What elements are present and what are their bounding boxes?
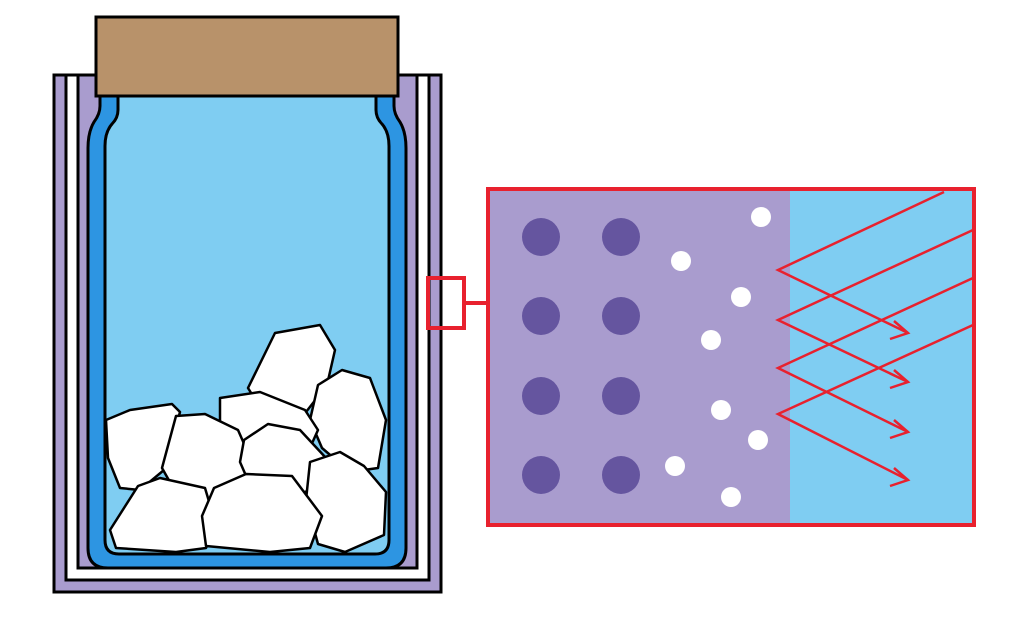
diffusing-particle-icon [731, 287, 751, 307]
lattice-atom-icon [522, 377, 560, 415]
lattice-atom-icon [602, 218, 640, 256]
atom-lattice [522, 218, 640, 494]
cork-lid-icon [94, 15, 400, 98]
diffusing-particle-icon [701, 330, 721, 350]
lattice-atom-icon [522, 218, 560, 256]
lattice-atom-icon [522, 297, 560, 335]
diffusing-particle-icon [665, 456, 685, 476]
zoom-panel-frame [486, 187, 976, 527]
reflected-ray-arrow-icon [775, 276, 974, 440]
lattice-atom-icon [602, 297, 640, 335]
lattice-atom-icon [602, 377, 640, 415]
reflected-ray-arrow-icon [775, 323, 974, 488]
rock-chunk-icon [200, 472, 324, 554]
diffusing-particle-icon [748, 430, 768, 450]
reflected-rays [775, 190, 974, 488]
zoom-panel [486, 187, 976, 527]
rock-chunk-icon [108, 476, 218, 554]
reflected-ray-arrow-icon [775, 228, 974, 390]
liquid-region [790, 189, 974, 525]
zoom-callout [426, 276, 488, 330]
diffusing-particle-icon [711, 400, 731, 420]
diffusing-particles [665, 207, 771, 507]
lattice-atom-icon [522, 456, 560, 494]
diffusing-particle-icon [751, 207, 771, 227]
diffusing-particle-icon [671, 251, 691, 271]
diffusing-particle-icon [721, 487, 741, 507]
lattice-atom-icon [602, 456, 640, 494]
reflected-ray-arrow-icon [775, 190, 945, 341]
rock-pile [104, 323, 388, 554]
